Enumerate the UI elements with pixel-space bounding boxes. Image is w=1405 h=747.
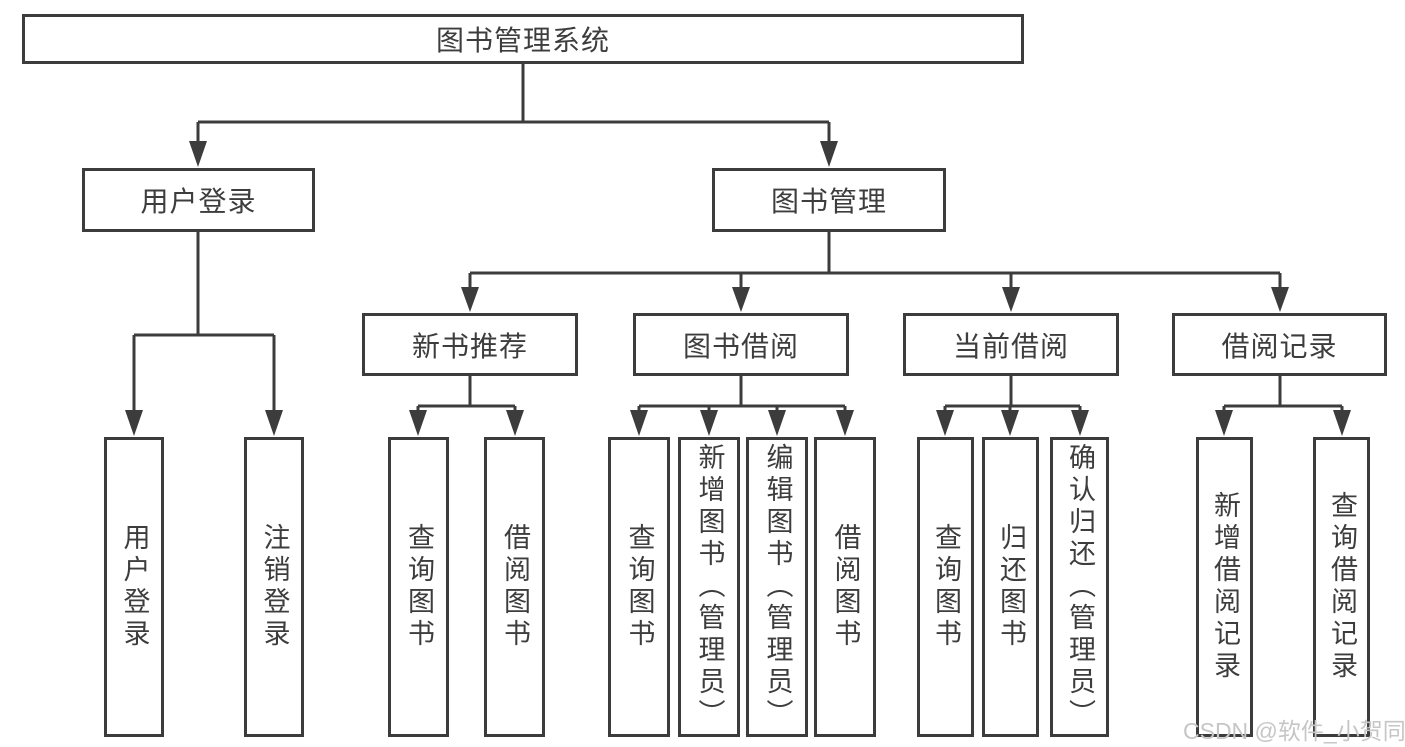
node-label: 用户登录 [140, 186, 257, 217]
node-new-book-recommendation: 新书推荐 [362, 313, 578, 376]
arrow-down-icon [836, 410, 854, 436]
leaf-logout: 注销登录 [244, 437, 304, 737]
connector-current-borrowing-branch [943, 376, 1082, 411]
leaf-confirm-return-admin: 确认归还（管理员） [1050, 437, 1109, 737]
leaf-return-books: 归还图书 [982, 437, 1039, 737]
leaf-label: 查询图书 [404, 523, 434, 651]
arrow-down-icon [1333, 410, 1351, 436]
node-book-management: 图书管理 [712, 168, 946, 232]
node-label: 借阅记录 [1221, 330, 1338, 362]
node-label: 当前借阅 [952, 330, 1069, 362]
leaf-label: 用户登录 [119, 523, 150, 651]
node-label: 图书管理 [770, 186, 887, 217]
arrow-down-icon [1001, 410, 1019, 436]
connector-user-login-branch [132, 232, 276, 411]
leaf-edit-book-admin: 编辑图书（管理员） [746, 437, 808, 737]
leaf-query-books-recommend: 查询图书 [388, 437, 449, 737]
leaf-label: 查询图书 [624, 523, 655, 651]
connector-book-borrowing-branch [637, 376, 847, 411]
connector-new-book-branch [416, 376, 517, 411]
leaf-label: 查询借阅记录 [1327, 491, 1357, 683]
arrow-down-icon [700, 410, 718, 436]
node-label: 图书管理系统 [435, 25, 610, 56]
leaf-borrow-books-borrowing: 借阅图书 [814, 437, 876, 737]
arrow-down-icon [630, 410, 648, 436]
leaf-query-books-borrowing: 查询图书 [608, 437, 670, 737]
leaf-label: 借阅图书 [830, 523, 861, 651]
arrow-down-icon [732, 287, 750, 312]
arrow-down-icon [768, 410, 786, 436]
leaf-query-books-current: 查询图书 [917, 437, 974, 737]
node-label: 图书借阅 [682, 330, 799, 362]
node-library-management-system: 图书管理系统 [22, 14, 1024, 64]
leaf-label: 新增借阅记录 [1210, 491, 1240, 683]
node-book-borrowing: 图书借阅 [633, 313, 849, 376]
watermark-text: CSDN @软件_小贺同学 [1183, 718, 1405, 744]
connector-root-to-level2 [196, 64, 831, 142]
leaf-label: 查询图书 [931, 523, 961, 651]
arrow-down-icon [189, 141, 207, 167]
arrow-down-icon [1215, 410, 1233, 436]
connector-book-management-branch [468, 232, 1282, 288]
arrow-down-icon [1002, 287, 1020, 312]
connector-borrowing-records-branch [1222, 376, 1344, 411]
leaf-label: 编辑图书（管理员） [762, 443, 793, 731]
node-label: 新书推荐 [411, 330, 528, 362]
node-current-borrowing: 当前借阅 [903, 313, 1119, 376]
leaf-borrow-books-recommend: 借阅图书 [484, 437, 545, 737]
leaf-query-borrow-record: 查询借阅记录 [1313, 437, 1370, 737]
arrow-down-icon [461, 287, 479, 312]
arrow-down-icon [265, 410, 283, 436]
leaf-label: 新增图书（管理员） [694, 443, 725, 731]
leaf-label: 借阅图书 [500, 523, 530, 651]
arrow-down-icon [936, 410, 954, 436]
leaf-label: 注销登录 [259, 523, 290, 651]
arrow-down-icon [1071, 410, 1089, 436]
arrow-down-icon [1271, 287, 1289, 312]
arrow-down-icon [409, 410, 427, 436]
leaf-add-book-admin: 新增图书（管理员） [678, 437, 740, 737]
arrow-down-icon [125, 410, 143, 436]
leaf-label: 归还图书 [996, 523, 1026, 651]
leaf-user-login: 用户登录 [104, 437, 164, 737]
leaf-label: 确认归还（管理员） [1065, 443, 1095, 731]
arrow-down-icon [820, 141, 838, 167]
arrow-down-icon [506, 410, 524, 436]
leaf-add-borrow-record: 新增借阅记录 [1196, 437, 1253, 737]
node-user-login: 用户登录 [82, 168, 315, 232]
node-borrowing-records: 借阅记录 [1172, 313, 1387, 376]
